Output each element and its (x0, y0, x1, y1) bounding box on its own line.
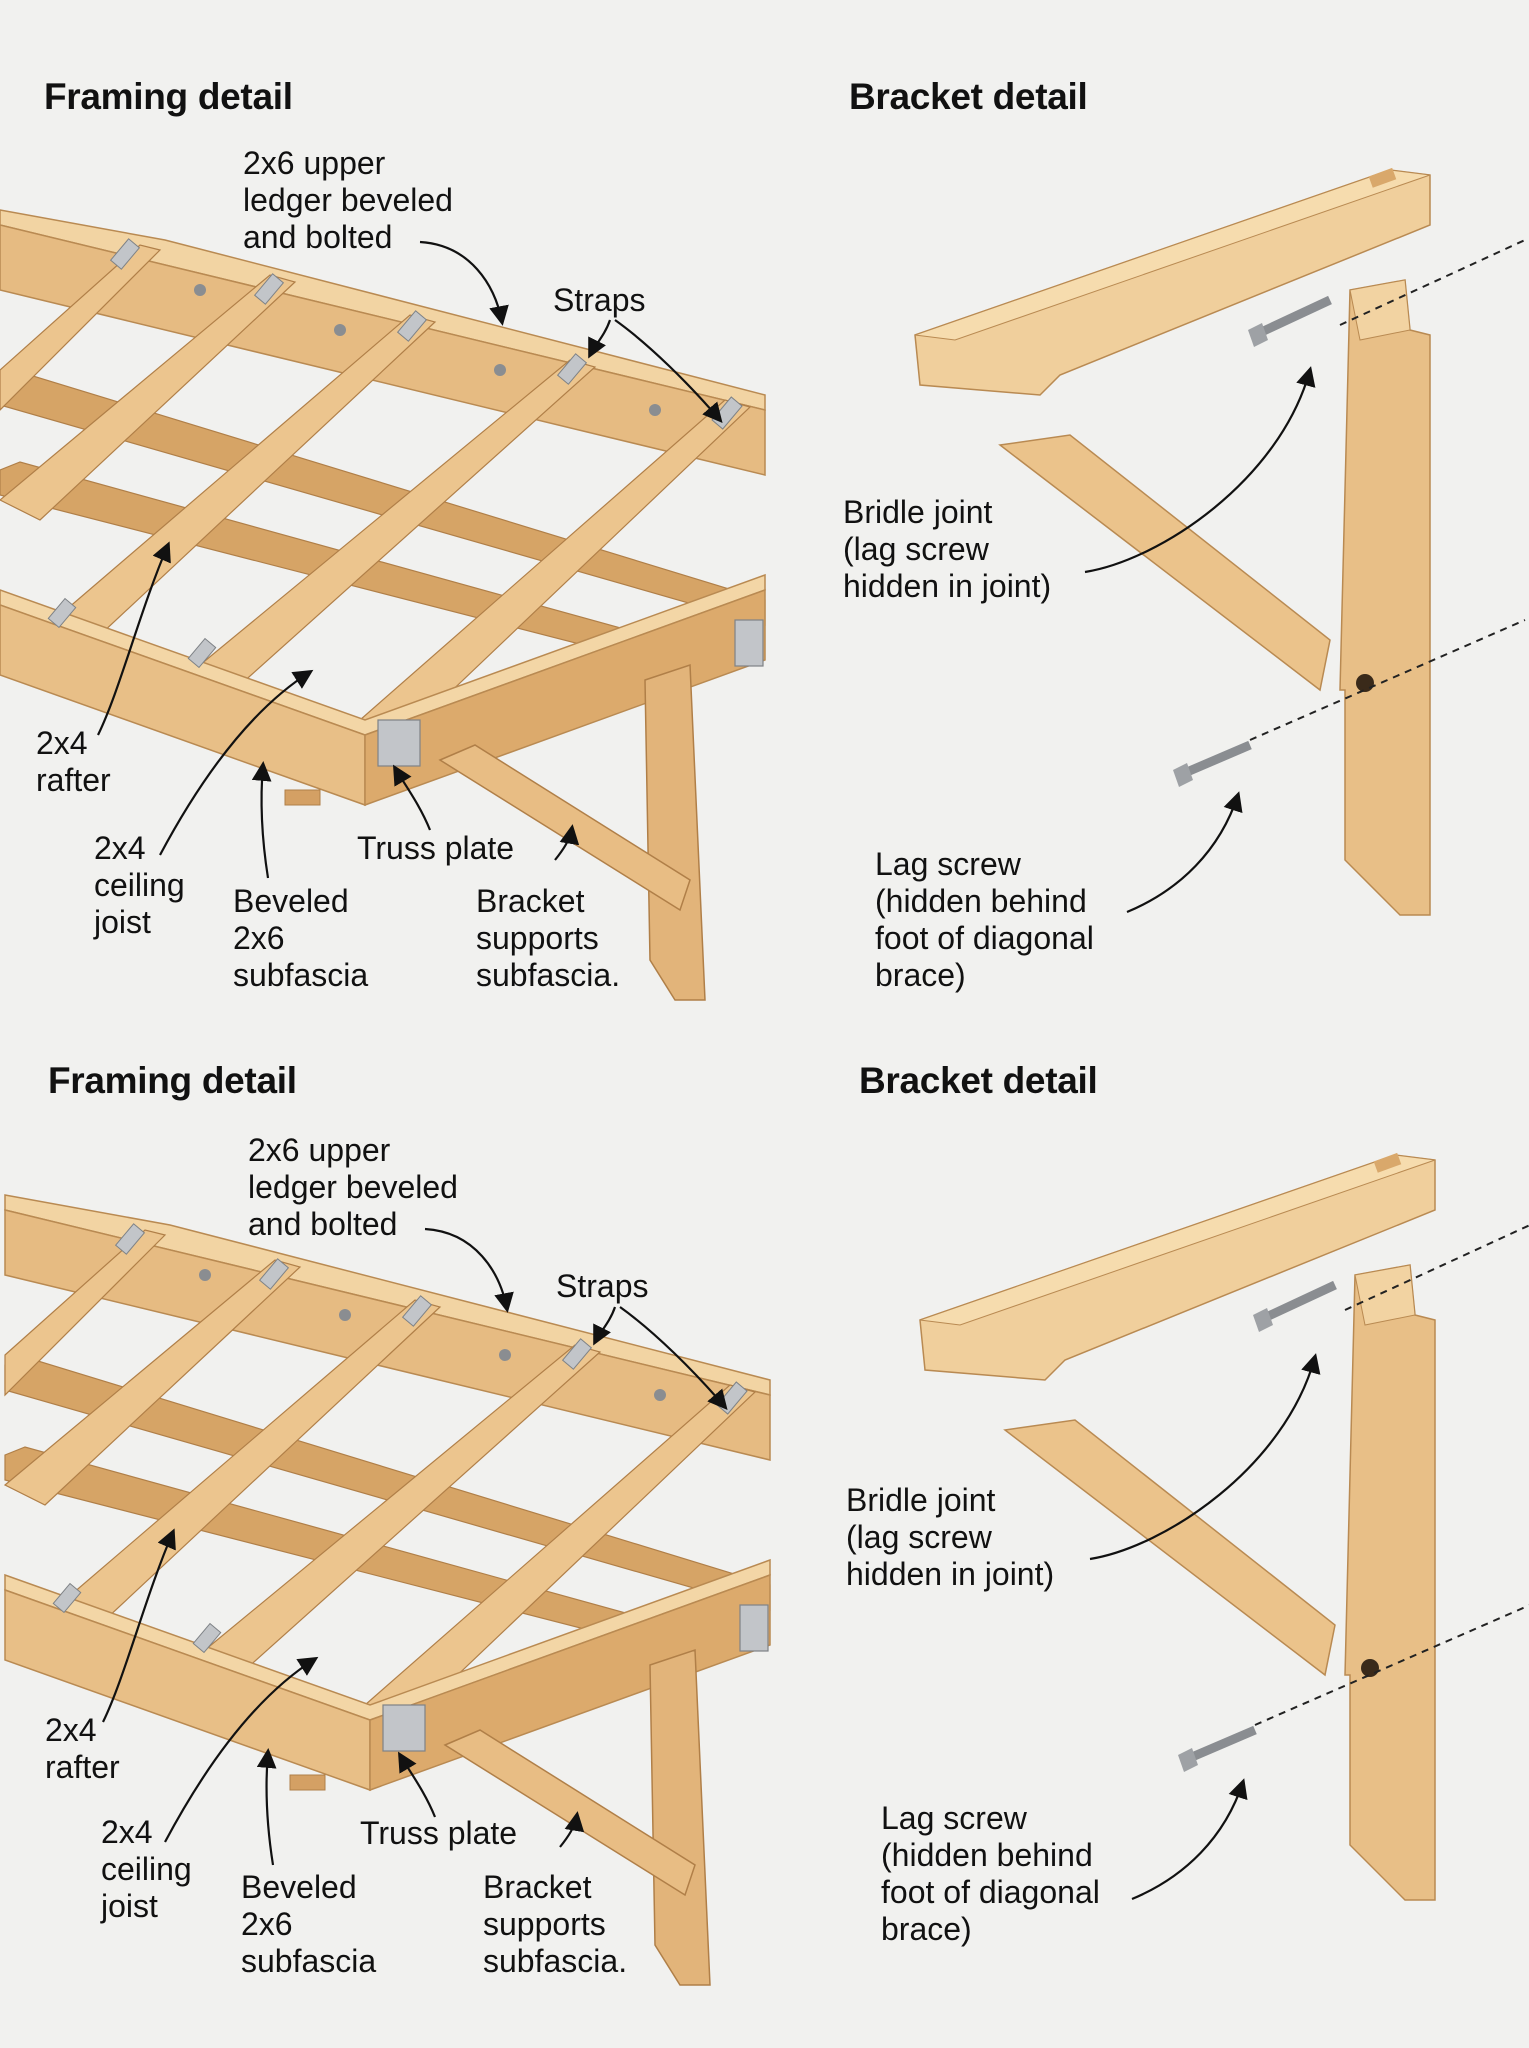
truss-plate-label-2: Truss plate (360, 1815, 518, 1851)
framing-detail-title: Framing detail (44, 76, 293, 117)
straps-label: Straps (553, 282, 646, 318)
bracket-detail-title: Bracket detail (849, 76, 1088, 117)
callouts-2 (102, 1227, 1321, 1901)
callouts-1 (97, 240, 1316, 914)
bracket-detail-title-2: Bracket detail (859, 1060, 1098, 1101)
straps-label-2: Straps (556, 1268, 649, 1304)
truss-plate-label: Truss plate (357, 830, 515, 866)
framing-detail-title-2: Framing detail (48, 1060, 297, 1101)
